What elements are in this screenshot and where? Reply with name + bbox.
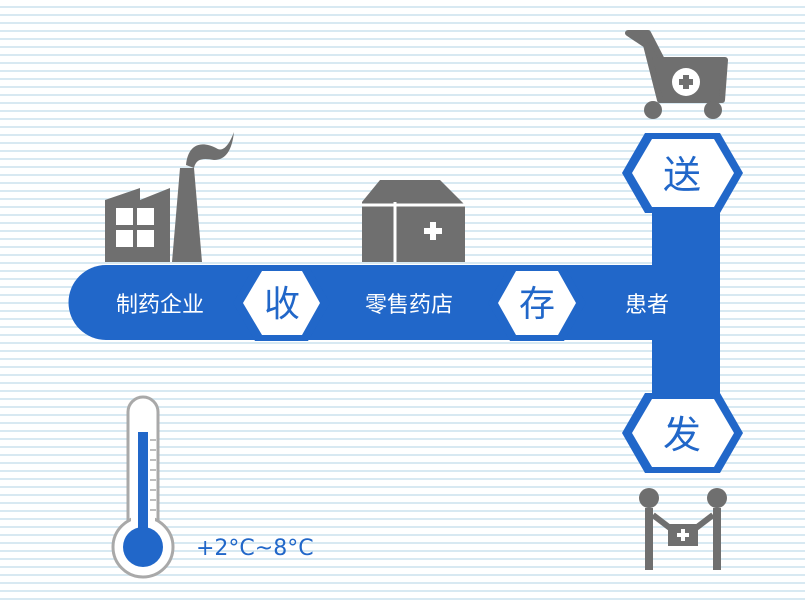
deliver-hexagon	[622, 133, 743, 213]
stretcher-carriers-icon	[639, 488, 727, 570]
dispatch-hexagon	[622, 393, 743, 473]
thermometer-icon	[111, 395, 175, 579]
factory-icon	[105, 132, 234, 262]
dispatch-label: 发	[663, 413, 701, 457]
store-hexagon	[488, 265, 586, 341]
store-label: 存	[519, 284, 555, 325]
deliver-label: 送	[663, 153, 701, 197]
pharmacy-label: 零售药店	[365, 293, 453, 318]
receive-label: 收	[264, 284, 300, 325]
pharmacy-house-icon	[362, 180, 465, 262]
patient-label: 患者	[625, 293, 669, 318]
receive-hexagon	[233, 265, 330, 341]
temperature-range: +2°C~8°C	[196, 536, 314, 561]
medical-cart-icon	[625, 30, 728, 119]
manufacturer-label: 制药企业	[116, 293, 204, 318]
